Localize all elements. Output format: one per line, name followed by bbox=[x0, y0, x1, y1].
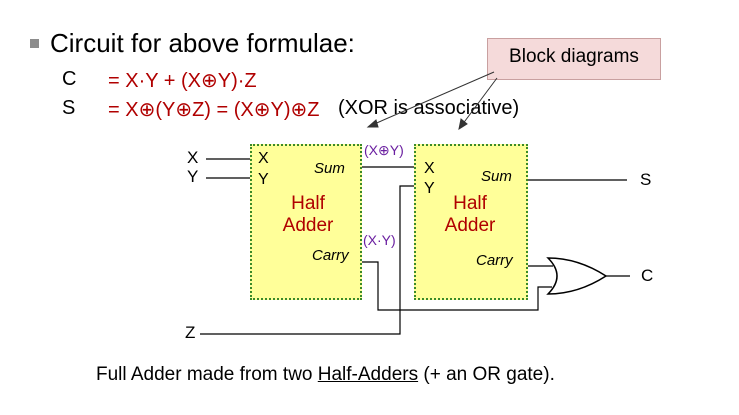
or-gate bbox=[546, 257, 608, 295]
signal-s: S bbox=[640, 170, 652, 189]
ha1-in-x: X bbox=[258, 150, 269, 167]
half-adder-1 bbox=[250, 144, 362, 300]
ha2-label-line1: Half bbox=[453, 193, 487, 214]
ha2-label-line2: Adder bbox=[444, 215, 496, 236]
bullet-marker bbox=[30, 39, 39, 48]
wire-label-xor: (X⊕Y) bbox=[364, 142, 404, 158]
wire-z bbox=[200, 185, 414, 335]
caption: Full Adder made from two Half-Adders (+ … bbox=[96, 364, 555, 386]
ha2-in-x: X bbox=[424, 160, 435, 177]
half-adder-2 bbox=[414, 144, 528, 300]
callout-box bbox=[487, 38, 661, 80]
ha2-carry-port: Carry bbox=[476, 252, 513, 269]
caption-before: Full Adder made from two bbox=[96, 364, 318, 385]
formula-s-lhs: S bbox=[62, 97, 76, 119]
signal-z: Z bbox=[185, 323, 196, 342]
signal-c: C bbox=[641, 266, 654, 285]
ha1-label-line1: Half bbox=[291, 193, 325, 214]
formula-s-rhs: = X⊕(Y⊕Z) = (X⊕Y)⊕Z bbox=[108, 99, 320, 121]
callout-label: Block diagrams bbox=[509, 46, 639, 67]
ha1-in-y: Y bbox=[258, 171, 269, 188]
caption-link: Half-Adders bbox=[317, 364, 419, 385]
wire-label-and: (X·Y) bbox=[363, 232, 396, 248]
ha1-sum-port: Sum bbox=[314, 160, 345, 177]
callout-arrow-2 bbox=[458, 118, 468, 131]
caption-after: (+ an OR gate). bbox=[418, 364, 555, 385]
formula-s-note: (XOR is associative) bbox=[338, 97, 520, 119]
ha1-label-line2: Adder bbox=[282, 215, 334, 236]
signal-y: Y bbox=[187, 167, 199, 186]
formula-c-rhs: = X·Y + (X⊕Y)·Z bbox=[108, 70, 257, 92]
formula-c-lhs: C bbox=[62, 68, 77, 90]
callout-pointer-2 bbox=[461, 77, 498, 126]
callout-pointer-1 bbox=[371, 71, 495, 126]
wire-carry-1 bbox=[362, 261, 552, 311]
callout-arrow-1 bbox=[366, 119, 379, 128]
ha1-carry-port: Carry bbox=[312, 247, 349, 264]
slide-heading: Circuit for above formulae: bbox=[50, 28, 355, 58]
signal-x: X bbox=[187, 148, 199, 167]
ha2-in-y: Y bbox=[424, 180, 435, 197]
ha2-sum-port: Sum bbox=[481, 168, 512, 185]
